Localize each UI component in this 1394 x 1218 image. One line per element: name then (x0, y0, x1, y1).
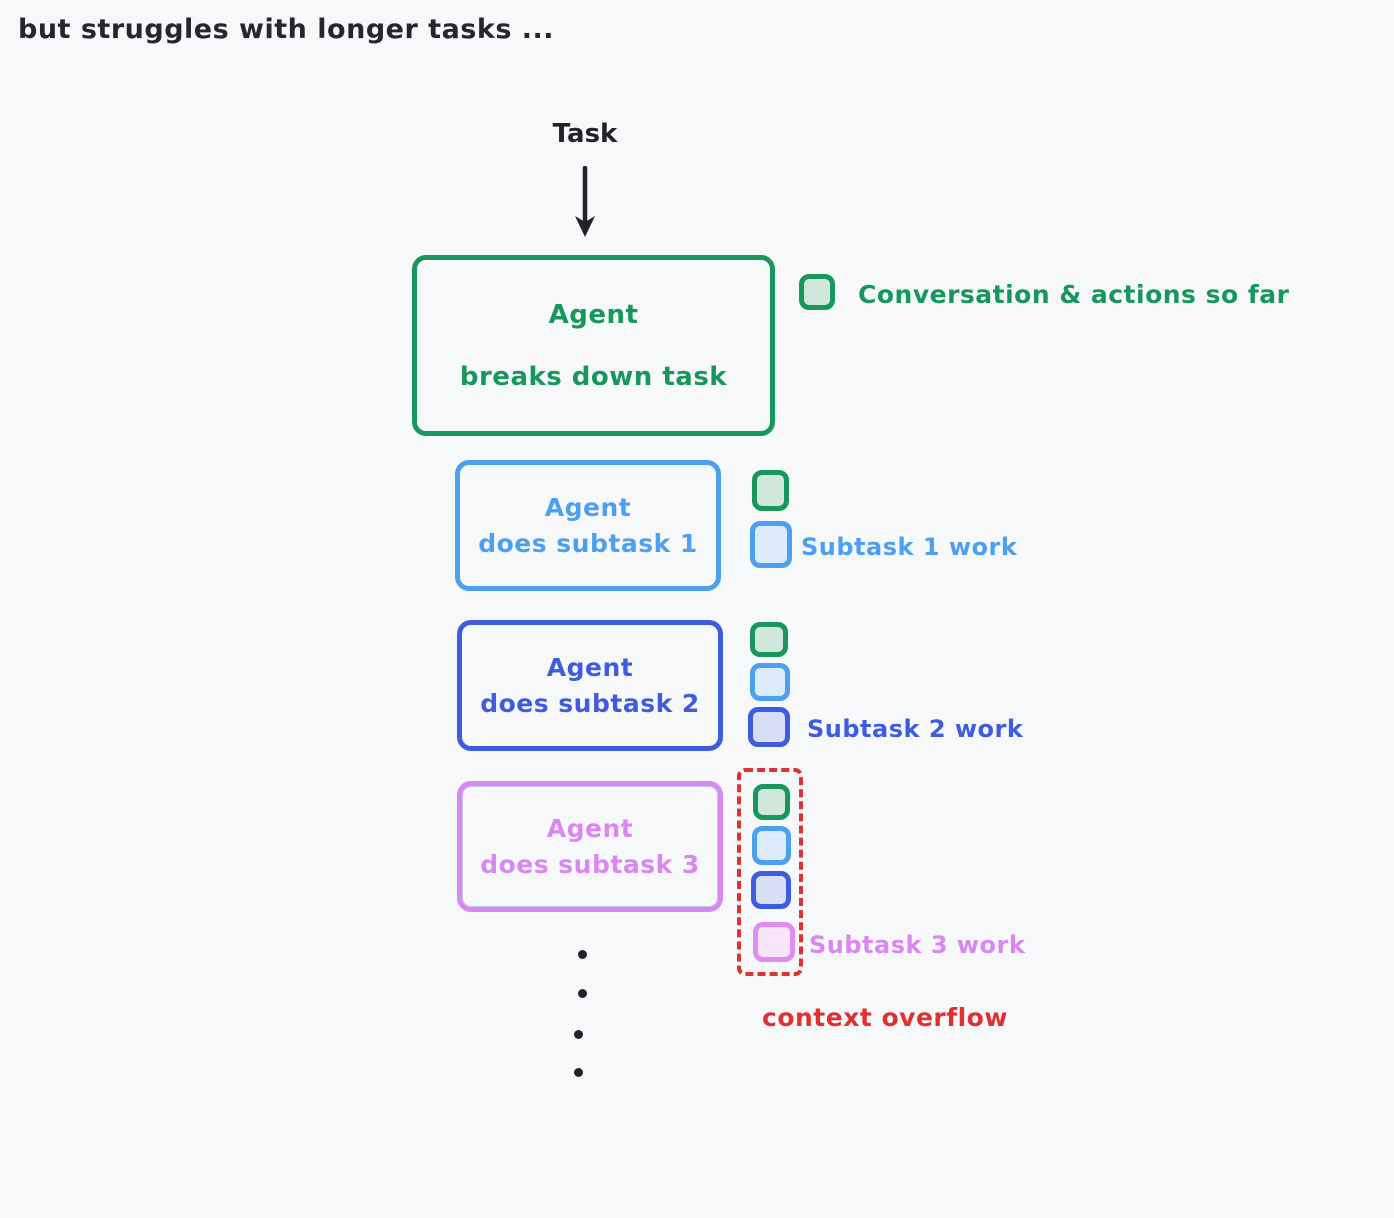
subtask-2-box-line2: does subtask 2 (480, 689, 700, 718)
subtask-2-box-line1: Agent (546, 653, 634, 682)
context-overflow-label: context overflow (762, 1003, 1008, 1032)
context-overflow-frame (737, 768, 803, 976)
conversation-context-icon (799, 274, 835, 310)
subtask-1-work-icon (750, 663, 790, 701)
agent-breakdown-box-line1: Agent (548, 299, 639, 330)
page-title: but struggles with longer tasks ... (18, 14, 555, 45)
subtask-3-work-icon (753, 922, 795, 962)
task-label: Task (552, 119, 618, 149)
agent-breakdown-box: Agent breaks down task (412, 255, 775, 436)
subtask-1-work-icon (750, 521, 792, 568)
subtask-3-agent-box: Agent does subtask 3 (457, 781, 723, 912)
subtask-1-work-label: Subtask 1 work (801, 533, 1018, 561)
subtask-1-box-line1: Agent (544, 493, 632, 522)
agent-breakdown-box-line2: breaks down task (459, 361, 728, 392)
subtask-3-work-label: Subtask 3 work (809, 931, 1026, 959)
conversation-context-icon (752, 470, 789, 511)
ellipsis-dot (574, 1030, 583, 1039)
subtask-2-agent-box: Agent does subtask 2 (457, 620, 723, 751)
subtask-3-box-line2: does subtask 3 (480, 850, 700, 879)
down-arrow-icon (575, 166, 595, 237)
legend-label: Conversation & actions so far (858, 280, 1290, 309)
conversation-context-icon (750, 622, 788, 657)
subtask-2-work-label: Subtask 2 work (807, 715, 1024, 743)
subtask-2-work-icon (751, 871, 791, 909)
conversation-context-icon (753, 784, 790, 820)
subtask-3-box-line1: Agent (546, 814, 634, 843)
ellipsis-dot (578, 989, 587, 998)
subtask-1-agent-box: Agent does subtask 1 (455, 460, 721, 591)
subtask-2-work-icon (748, 707, 790, 747)
subtask-1-box-line2: does subtask 1 (478, 529, 698, 558)
ellipsis-dot (574, 1068, 583, 1077)
ellipsis-dot (578, 950, 587, 959)
subtask-1-work-icon (752, 826, 791, 865)
